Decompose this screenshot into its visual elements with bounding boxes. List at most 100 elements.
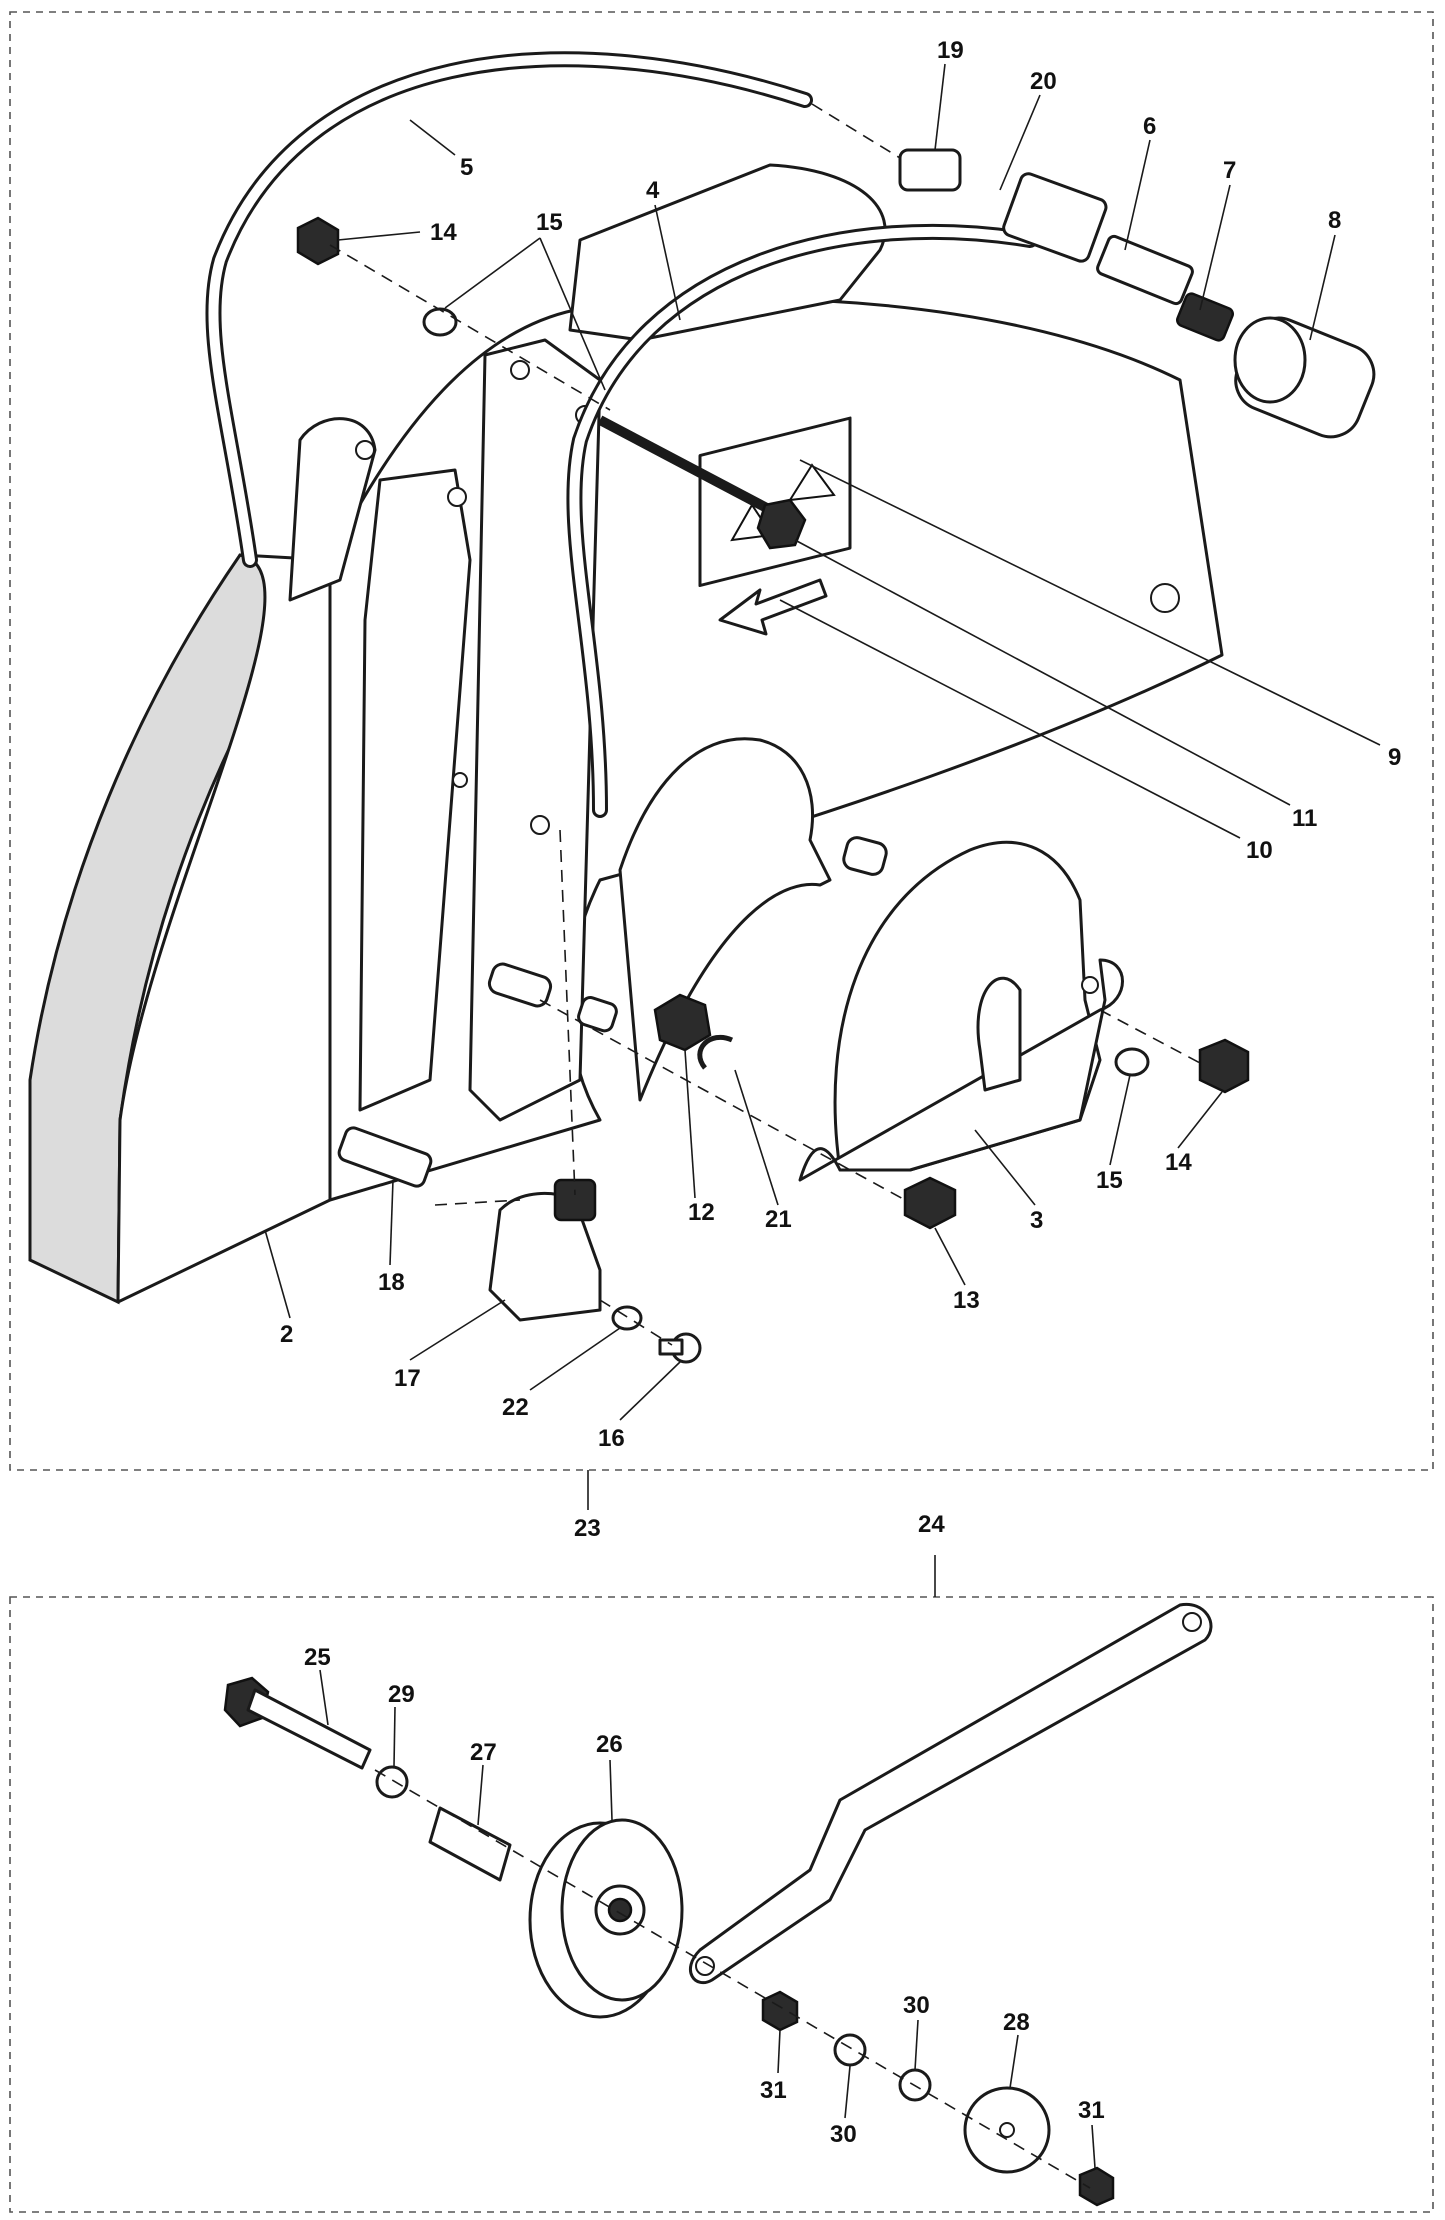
leader-15a-2 <box>539 237 606 391</box>
callout-14a: 14 <box>430 219 457 246</box>
callout-2: 2 <box>280 1321 293 1348</box>
water-hose-arm-inner <box>569 226 1035 815</box>
upper-assembly-box <box>9 11 1434 1471</box>
valve-body <box>1002 172 1108 263</box>
callout-5: 5 <box>460 154 473 181</box>
spacer-mid <box>577 996 618 1033</box>
e-clip-21 <box>697 1034 734 1070</box>
callout-28: 28 <box>1003 2009 1030 2036</box>
callout-31b: 31 <box>1078 2097 1105 2124</box>
guard-side-bracket <box>288 417 377 602</box>
valve-spring <box>1176 292 1234 342</box>
leader-31a <box>777 2029 781 2074</box>
leader-12 <box>684 1049 696 1199</box>
callout-24: 24 <box>918 1511 945 1538</box>
nut-12 <box>653 993 712 1052</box>
washer-30a <box>833 2033 867 2067</box>
leader-29 <box>393 1706 396 1767</box>
callout-23: 23 <box>574 1515 601 1542</box>
callout-13: 13 <box>953 1287 980 1314</box>
leader-15b <box>1109 1074 1131 1166</box>
water-nozzle-17-top <box>553 1178 597 1222</box>
bracket-hole-start <box>695 1956 715 1976</box>
nut-31a <box>761 1990 799 2032</box>
callout-20: 20 <box>1030 68 1057 95</box>
leader-13 <box>934 1227 966 1286</box>
bracket-hole-end <box>1182 1612 1202 1632</box>
callout-22: 22 <box>502 1394 529 1421</box>
nut-14-right <box>1198 1038 1250 1094</box>
leader-25 <box>319 1669 329 1726</box>
water-fitting-18 <box>337 1126 433 1188</box>
wheel-26-hub-inner <box>607 1897 633 1923</box>
leader-2 <box>264 1229 291 1319</box>
callout-16: 16 <box>598 1425 625 1452</box>
dash-top-bolt <box>329 244 611 411</box>
nut-31b <box>1078 2166 1115 2207</box>
dash-nozzle-1 <box>559 829 576 1196</box>
callout-19: 19 <box>937 37 964 64</box>
leader-18 <box>389 1179 394 1266</box>
valve-stem <box>1096 234 1194 306</box>
disc-28-hole <box>999 2122 1015 2138</box>
valve-fitting <box>898 148 962 192</box>
arm-hole-1 <box>510 360 530 380</box>
washer-15-right <box>1114 1047 1150 1077</box>
callout-12: 12 <box>688 1199 715 1226</box>
rear-guard-hole <box>1081 976 1099 994</box>
callout-11: 11 <box>1292 805 1317 832</box>
bracket-hole-1 <box>355 440 375 460</box>
leader-3 <box>974 1129 1036 1206</box>
dash-nozzle-2 <box>434 1199 521 1206</box>
leader-9 <box>799 459 1381 746</box>
callout-18: 18 <box>378 1269 405 1296</box>
guard-top-housing <box>568 163 887 342</box>
callout-14b: 14 <box>1165 1149 1192 1176</box>
bracket-hole-2 <box>447 487 467 507</box>
bolt-11-head <box>756 498 807 550</box>
leader-17 <box>409 1299 506 1361</box>
dash-lower-mount <box>539 999 906 1201</box>
leader-28 <box>1009 2034 1019 2089</box>
callout-30a: 30 <box>903 1992 930 2019</box>
dash-wheel-axle <box>374 1769 1091 2189</box>
callout-17: 17 <box>394 1365 421 1392</box>
guard-arm-plate <box>358 468 472 1112</box>
leader-21 <box>734 1069 779 1206</box>
dash-screw <box>599 1299 673 1346</box>
callout-9: 9 <box>1388 744 1401 771</box>
leader-10 <box>779 599 1241 839</box>
callout-3: 3 <box>1030 1207 1043 1234</box>
arm-hole-3 <box>530 815 550 835</box>
leader-8 <box>1309 234 1336 341</box>
washer-15-top <box>422 307 458 337</box>
leader-22 <box>529 1327 621 1391</box>
flange-nut-13 <box>903 1176 957 1230</box>
callout-4: 4 <box>646 177 660 204</box>
warning-triangle-icon-2 <box>788 463 836 502</box>
callout-10: 10 <box>1246 837 1273 864</box>
callout-15b: 15 <box>1096 1167 1123 1194</box>
leader-14a <box>337 231 421 241</box>
guard-hole <box>1150 583 1180 613</box>
nut-14-top <box>296 216 340 266</box>
wheel-bracket-arm-24 <box>688 1602 1213 1985</box>
guard-arm-bracket <box>468 338 602 1122</box>
dash-valve <box>811 103 901 159</box>
dash-right-mount <box>1099 1009 1201 1064</box>
bolt-25-shank <box>246 1688 372 1770</box>
callout-26: 26 <box>596 1731 623 1758</box>
callout-21: 21 <box>765 1206 792 1233</box>
arm-hole-4 <box>452 772 468 788</box>
leader-5 <box>409 119 456 156</box>
rear-guard-slot <box>976 976 1022 1092</box>
leader-20 <box>999 94 1041 191</box>
spacer-left <box>487 962 553 1008</box>
water-hose-inner <box>208 54 810 565</box>
leader-26 <box>609 1759 613 1821</box>
leader-14b <box>1177 1091 1223 1149</box>
lower-assembly-box <box>9 1596 1434 2213</box>
leader-30a <box>844 2065 851 2119</box>
bolt-11 <box>597 415 783 520</box>
